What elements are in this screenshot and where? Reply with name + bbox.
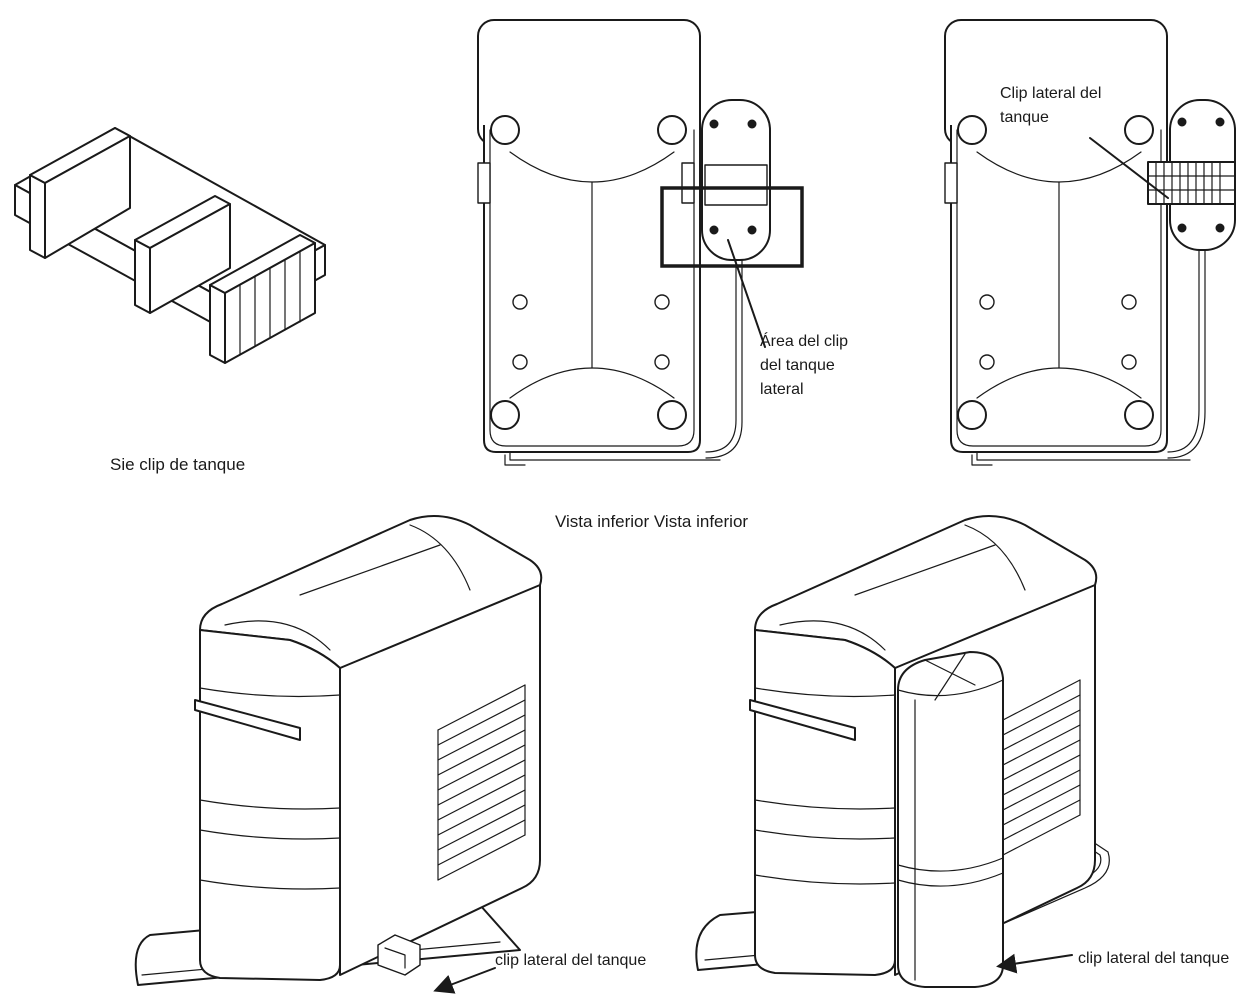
tank-clip-drawing [14,127,326,364]
tank-clip-label: Sie clip de tanque [110,455,245,474]
side-clip-label-left: clip lateral del tanque [495,952,646,969]
clip-area-label-3: lateral [760,381,804,398]
arrow-icon-right [996,953,1073,974]
isometric-unit-left [134,515,543,986]
vent-grille-right [1002,679,1081,856]
vent-grille-left [437,684,526,881]
clip-area-label-2: del tanque [760,357,835,374]
bottom-view-right [944,19,1236,466]
isometric-unit-right [695,515,1110,988]
bottom-views-caption: Vista inferior Vista inferior [555,512,748,531]
bottom-view-left [477,19,804,466]
side-clip-label-1: Clip lateral del [1000,85,1101,102]
side-clip-label-right: clip lateral del tanque [1078,950,1229,967]
arrow-icon [433,967,496,994]
clip-area-label-1: Área del clip [760,331,848,350]
side-clip-label-2: tanque [1000,109,1049,126]
